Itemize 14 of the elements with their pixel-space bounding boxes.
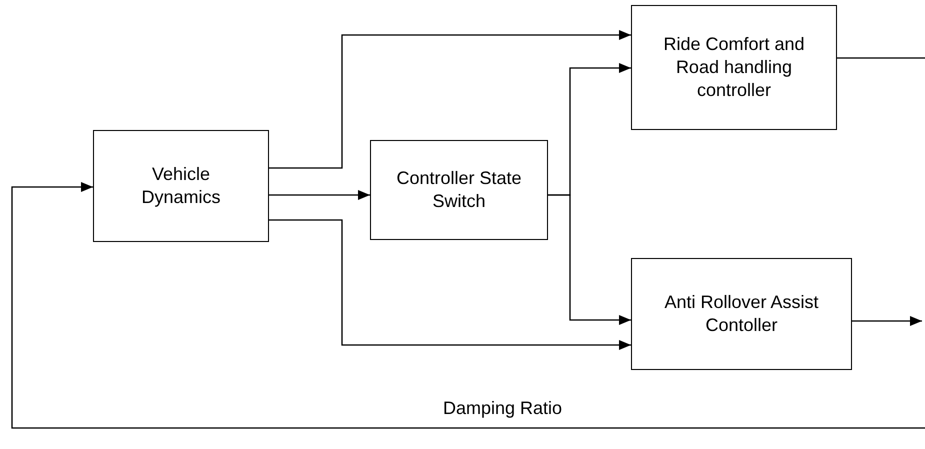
arrow	[548, 194, 631, 325]
box-label: Ride Comfort and Road handling controller	[662, 33, 806, 102]
arrow	[269, 219, 631, 350]
process-box	[93, 130, 269, 242]
process-box	[370, 140, 548, 240]
process-box	[631, 258, 852, 370]
arrow	[269, 30, 631, 169]
arrow	[11, 182, 925, 429]
box-label: Anti Rollover Assist Contoller	[663, 291, 820, 337]
arrow	[269, 190, 370, 200]
process-box	[631, 5, 837, 130]
arrow	[852, 316, 922, 326]
box-label: Controller State Switch	[395, 167, 523, 213]
box-label: Vehicle Dynamics	[140, 163, 222, 209]
